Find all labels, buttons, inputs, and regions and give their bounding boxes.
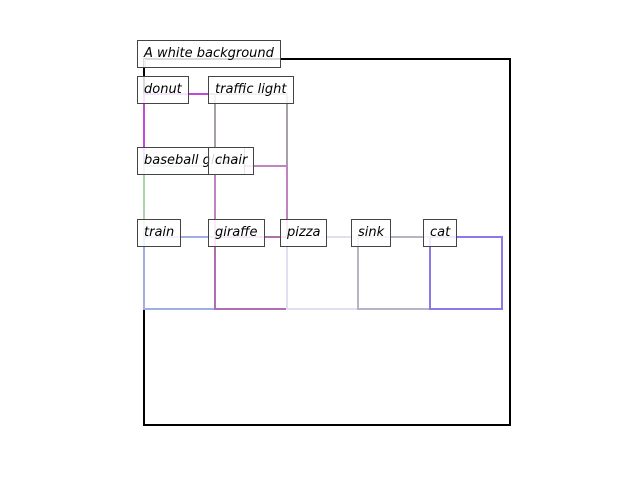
- caption-label: A white background: [137, 40, 281, 68]
- box-sink: [357, 236, 431, 310]
- box-train: [143, 236, 216, 310]
- label-train: train: [137, 219, 182, 247]
- box-pizza: [286, 236, 359, 310]
- box-cat: [429, 236, 503, 310]
- label-cat: cat: [423, 219, 458, 247]
- label-sink: sink: [351, 219, 392, 247]
- label-traffic-light: traffic light: [208, 76, 294, 104]
- label-donut: donut: [137, 76, 189, 104]
- label-chair: chair: [208, 147, 255, 175]
- label-giraffe: giraffe: [208, 219, 265, 247]
- box-traffic-light: [214, 93, 288, 310]
- label-pizza: pizza: [280, 219, 328, 247]
- box-giraffe: [214, 236, 288, 310]
- box-donut: [143, 93, 216, 310]
